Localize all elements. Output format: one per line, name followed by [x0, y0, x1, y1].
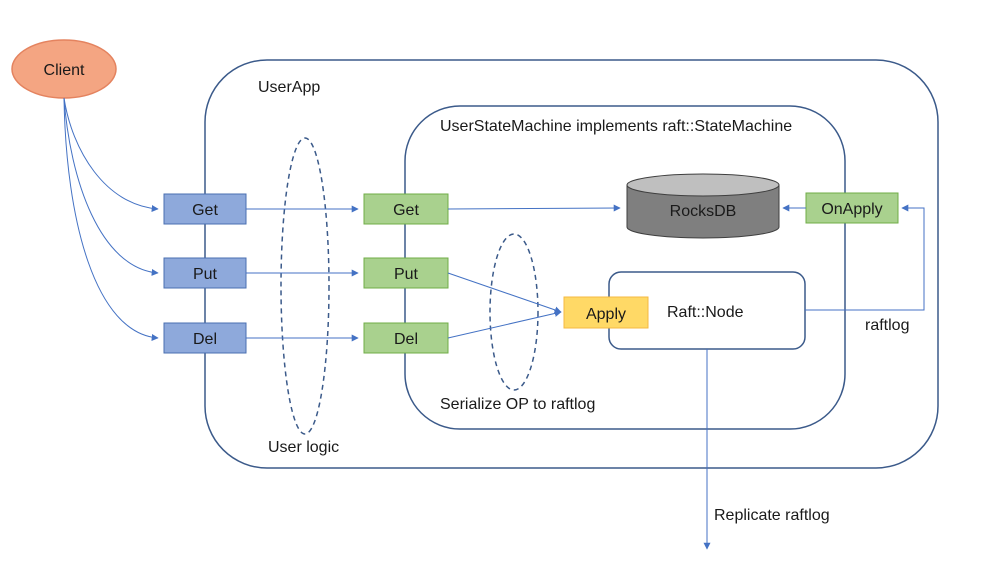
- client-to-put-arrow: [63, 97, 159, 276]
- client-to-get-arrow: [63, 97, 159, 213]
- sm-del-to-apply-arrow: [447, 310, 562, 339]
- userapp-label: UserApp: [258, 79, 320, 96]
- userapp-put-label: Put: [193, 266, 218, 283]
- user-logic-label: User logic: [268, 439, 339, 456]
- statemachine-frame: [404, 105, 846, 430]
- sm-put-label: Put: [394, 266, 419, 283]
- onapply-label: OnApply: [821, 201, 882, 218]
- sm-get-label: Get: [393, 202, 419, 219]
- serialize-label: Serialize OP to raftlog: [440, 396, 595, 413]
- sm-put-box: [363, 257, 449, 289]
- userapp-get-box: [163, 193, 247, 225]
- raftlog-to-onapply-arrow: [805, 204, 925, 311]
- client-to-del-arrow: [63, 97, 159, 341]
- statemachine-label: UserStateMachine implements raft::StateM…: [440, 118, 792, 135]
- rocksdb-label: RocksDB: [670, 203, 737, 220]
- client-label: Client: [44, 62, 85, 79]
- userapp-put-box: [163, 257, 247, 289]
- user-logic-ellipse: [280, 137, 330, 435]
- serialize-ellipse: [489, 233, 539, 391]
- raftlog-label: raftlog: [865, 317, 909, 334]
- apply-label: Apply: [586, 306, 626, 323]
- userapp-get-label: Get: [192, 202, 218, 219]
- sm-put-to-apply-arrow: [447, 272, 562, 314]
- sm-del-label: Del: [394, 331, 418, 348]
- rocksdb-node: [626, 173, 780, 239]
- replicate-label: Replicate raftlog: [714, 507, 830, 524]
- raftnode-label: Raft::Node: [667, 304, 744, 321]
- sm-get-box: [363, 193, 449, 225]
- userapp-del-label: Del: [193, 331, 217, 348]
- apply-box: [563, 296, 649, 329]
- onapply-box: [805, 192, 899, 224]
- sm-get-to-rocksdb-arrow: [447, 204, 621, 212]
